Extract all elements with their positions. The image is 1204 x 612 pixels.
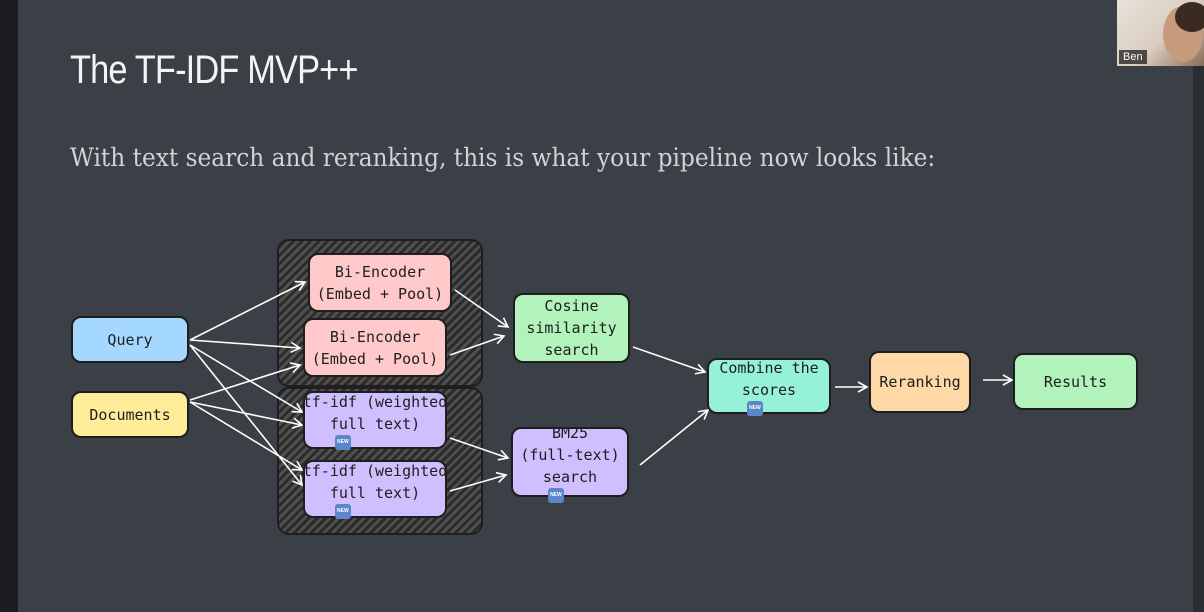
tfidf-2-line-1: tf-idf (weighted — [302, 461, 448, 480]
cosine-line-1: Cosine — [544, 297, 599, 315]
tfidf-1-line-2: full text) — [329, 414, 421, 433]
tfidf-node-1: tf-idf (weighted full text)NEW — [302, 391, 448, 450]
participant-name: Ben — [1119, 50, 1147, 64]
cosine-line-3: search — [544, 341, 599, 359]
new-badge-icon: NEW — [547, 487, 564, 503]
window-edge — [1193, 0, 1204, 612]
biencoder-1-line-1: Bi-Encoder — [334, 262, 426, 281]
arrow-documents-tfidf2 — [189, 401, 304, 471]
documents-label: Documents — [89, 405, 171, 424]
tfidf-1-line-1: tf-idf (weighted — [302, 392, 448, 411]
slide-title: The TF-IDF MVP++ — [70, 48, 358, 92]
biencoder-node-1: Bi-Encoder (Embed + Pool) — [308, 253, 452, 312]
arrow-query-tfidf1 — [189, 344, 304, 413]
arrow-query-biencoder2 — [189, 339, 302, 354]
query-label: Query — [107, 330, 153, 349]
bm25-line-1: BM25 — [551, 423, 589, 442]
tfidf-2-line-2: full text) — [329, 483, 421, 502]
results-label: Results — [1043, 372, 1108, 391]
arrow-tfidf2-bm25 — [449, 471, 508, 492]
arrow-query-tfidf2 — [189, 344, 304, 487]
results-node: Results — [1013, 353, 1138, 410]
biencoder-2-line-1: Bi-Encoder — [329, 327, 421, 346]
arrow-cosine-combine — [632, 346, 707, 375]
cosine-node: Cosine similarity search — [513, 293, 630, 363]
arrow-biencoder1-cosine — [454, 289, 510, 328]
arrow-tfidf1-bm25 — [449, 437, 510, 461]
arrow-documents-biencoder1 — [189, 362, 302, 401]
new-badge-icon: NEW — [746, 400, 763, 416]
new-badge-icon: NEW — [334, 434, 351, 450]
participant-hair — [1175, 2, 1204, 32]
new-badge-icon: NEW — [334, 503, 351, 519]
bm25-line-3: search — [542, 467, 598, 486]
combine-line-1: Combine the — [719, 358, 819, 377]
slide-subtitle: With text search and reranking, this is … — [70, 143, 936, 172]
biencoder-2-line-2: (Embed + Pool) — [311, 349, 439, 368]
biencoder-1-line-2: (Embed + Pool) — [316, 284, 444, 303]
biencoder-node-2: Bi-Encoder (Embed + Pool) — [303, 318, 447, 377]
arrow-biencoder2-cosine — [449, 333, 506, 356]
reranking-label: Reranking — [879, 373, 961, 391]
query-node: Query — [71, 316, 189, 363]
webcam-thumbnail[interactable]: Ben — [1117, 0, 1204, 66]
documents-node: Documents — [71, 391, 189, 438]
tfidf-node-2: tf-idf (weighted full text)NEW — [302, 460, 448, 519]
reranking-node: Reranking — [869, 351, 971, 413]
arrow-query-biencoder1 — [189, 280, 307, 341]
arrow-documents-tfidf1 — [189, 401, 304, 429]
combine-line-2: scores — [741, 380, 797, 399]
bm25-line-2: (full-text) — [520, 445, 620, 464]
cosine-line-2: similarity — [526, 319, 617, 337]
arrow-bm25-combine — [639, 408, 710, 466]
